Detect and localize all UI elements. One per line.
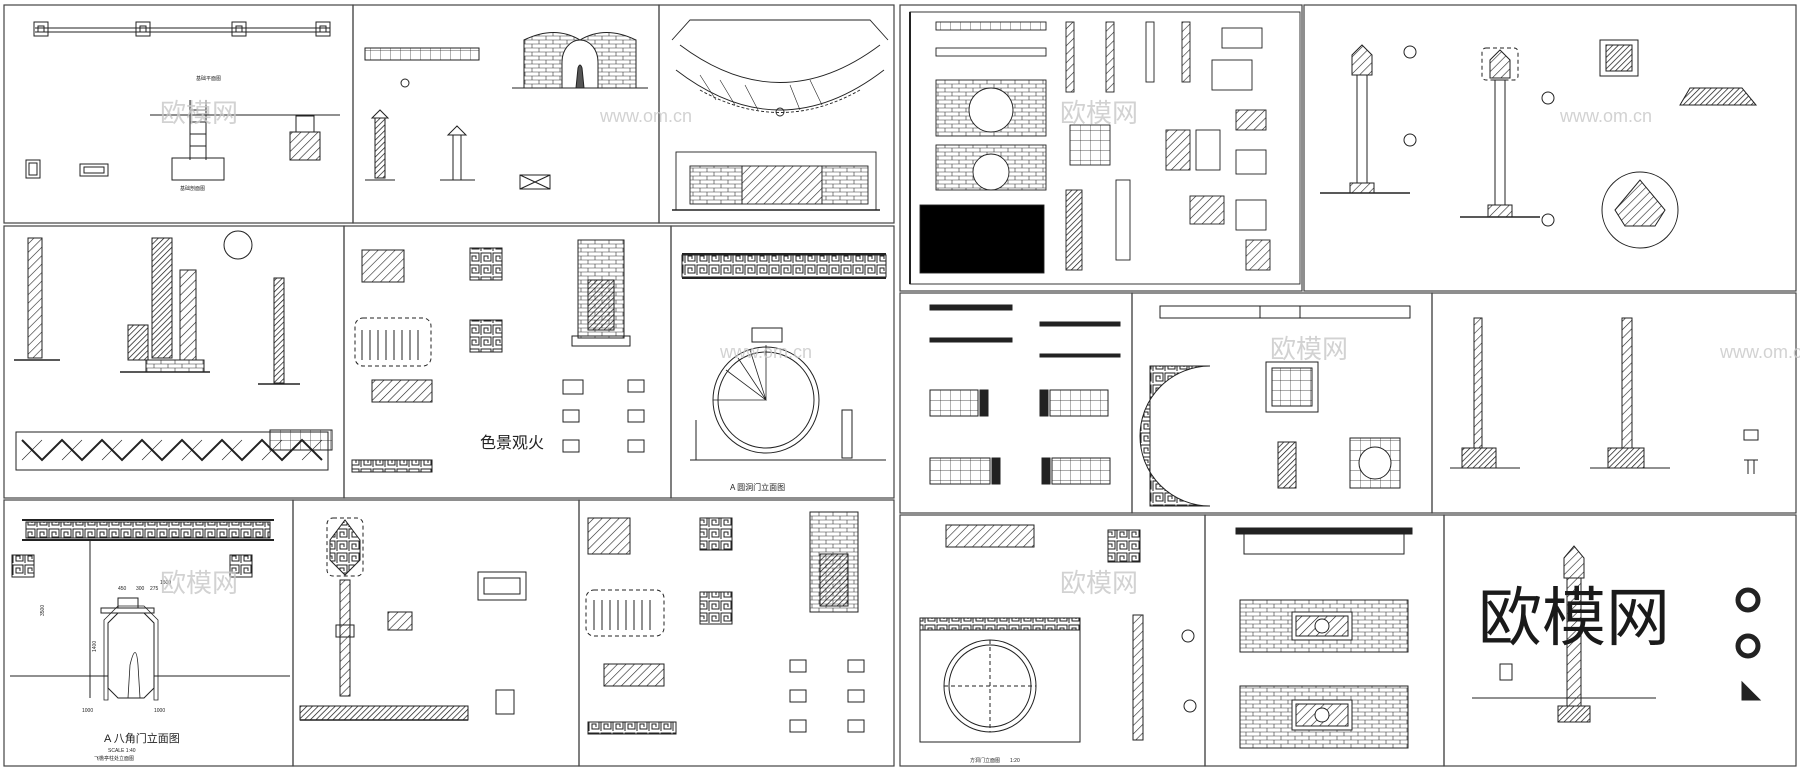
panel-borders (3, 4, 1797, 767)
p7-dim-d: 1500 (160, 580, 171, 586)
watermark-url-3: www.om.cn (719, 342, 812, 362)
panel-round-gate-elevation: A 圆洞门立面图 (681, 253, 887, 492)
panel-square-gate: 方洞门立面图 1:20 (919, 524, 1197, 764)
panel-ornament-details-2 (585, 511, 865, 735)
panel-detail-sheet (909, 11, 1301, 285)
p1-section-label: 基础剖面图 (180, 185, 205, 192)
watermark-brand-1: 欧模网 (160, 98, 238, 128)
watermark-brand-2: 欧模网 (1060, 98, 1138, 128)
panel-wall-elevations (929, 304, 1121, 485)
panel-octagon-gate-elevation: 450 300 275 1500 1000 1000 3500 1400 A 八… (10, 519, 290, 762)
watermark-url-2: www.om.cn (1559, 106, 1652, 126)
watermark-brand-5: 欧模网 (1060, 568, 1138, 598)
watermark-brand-4: 欧模网 (160, 568, 238, 598)
p7-title: A 八角门立面图 (104, 731, 180, 745)
p5-note-text: 色景观火 (480, 434, 544, 452)
panel-tall-pillars (1450, 317, 1759, 474)
panel-ornament-details: 色景观火 (351, 239, 645, 473)
panel-lattice-screens (1139, 305, 1411, 507)
panel-final-column (1472, 545, 1762, 723)
panel-foundation-plan: 基础平面图 基础剖面图 (25, 21, 340, 192)
p7-dim-f: 1000 (154, 708, 165, 714)
p7-scale: SCALE 1:40 (108, 748, 136, 754)
watermark-url-1: www.om.cn (599, 106, 692, 126)
panel-column-caps (1320, 39, 1758, 249)
p7-dim-c: 275 (150, 586, 159, 592)
p7-subtitle: 飞檐亭柱处立面图 (94, 755, 134, 762)
p7-dim-b: 300 (136, 586, 145, 592)
p7-dim-a: 450 (118, 586, 127, 592)
panel-curved-plan (671, 19, 889, 211)
watermark-url-4: www.om.cn (1719, 342, 1800, 362)
p6-title: A 圆洞门立面图 (730, 482, 785, 492)
panel-column-sections (14, 230, 333, 471)
watermark-brand-3: 欧模网 (1270, 334, 1348, 364)
panel-moon-wall (364, 32, 648, 190)
panel-wall-medallions (1235, 527, 1413, 749)
p7-dim-h: 1400 (92, 641, 98, 652)
p7-dim-e: 1000 (82, 708, 93, 714)
watermark-layer: 欧模网 www.om.cn 欧模网 www.om.cn www.om.cn 欧模… (160, 98, 1800, 598)
brand-logo-text: 欧模网 (1478, 582, 1670, 654)
p15-title: 方洞门立面图 (970, 757, 1000, 764)
p15-scale: 1:20 (1010, 758, 1020, 764)
panel-tall-column (299, 517, 527, 721)
p1-plan-label: 基础平面图 (196, 75, 221, 82)
p7-dim-g: 3500 (40, 605, 46, 616)
